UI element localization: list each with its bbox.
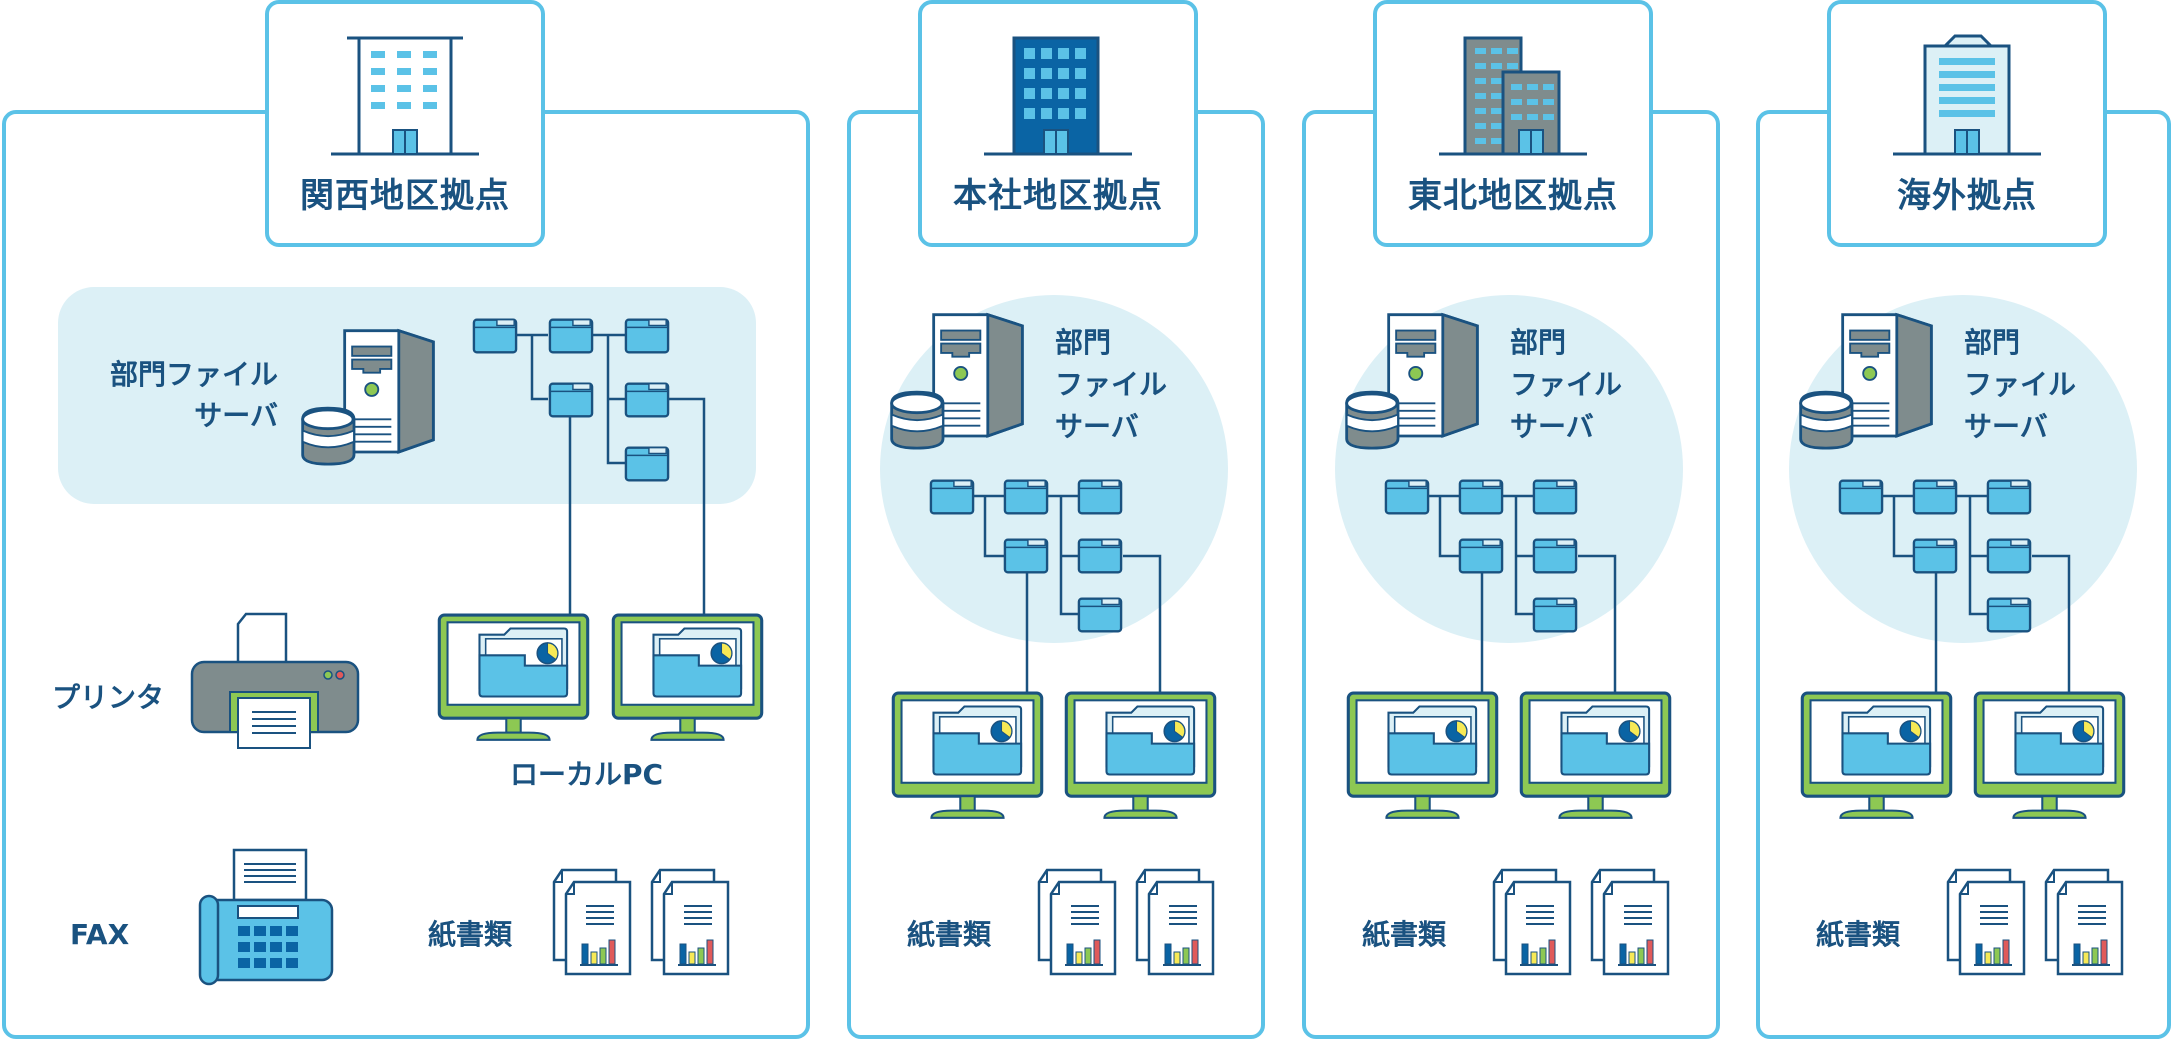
printer-icon[interactable] (190, 612, 360, 752)
local-pc-monitor-icon[interactable] (610, 612, 765, 746)
overseas-building-icon (1893, 34, 2041, 156)
folder-icon[interactable] (550, 384, 592, 417)
paper-docs-label: 紙書類 (1816, 918, 1901, 951)
folder-icon[interactable] (626, 320, 668, 353)
folder-tree (1380, 476, 1617, 716)
folder-icon[interactable] (1988, 540, 2030, 573)
paper-documents-icon (1492, 868, 1572, 978)
folder-icon[interactable] (931, 481, 973, 514)
folder-icon[interactable] (1840, 481, 1882, 514)
site-header: 本社地区拠点 (918, 0, 1198, 247)
paper-docs-label: 紙書類 (1362, 918, 1447, 951)
paper-documents-icon (1135, 868, 1215, 978)
folder-icon[interactable] (1005, 540, 1047, 573)
folder-icon[interactable] (1988, 481, 2030, 514)
site-header: 海外拠点 (1827, 0, 2107, 247)
paper-documents-icon (1946, 868, 2026, 978)
paper-documents-icon (650, 868, 730, 978)
folder-icon[interactable] (550, 320, 592, 353)
twin-buildings-icon (1439, 36, 1587, 156)
folder-icon[interactable] (1005, 481, 1047, 514)
site-title: 海外拠点 (1897, 176, 2037, 216)
server-label: 部門 ファイル サーバ (1510, 326, 1623, 443)
folder-icon[interactable] (1534, 599, 1576, 632)
office-building-light-icon (331, 36, 479, 156)
folder-icon[interactable] (1914, 481, 1956, 514)
folder-icon[interactable] (1534, 540, 1576, 573)
folder-icon[interactable] (1460, 481, 1502, 514)
local-pc-monitor-icon[interactable] (1063, 690, 1218, 824)
folder-icon[interactable] (1386, 481, 1428, 514)
local-pc-label: ローカルPC (510, 758, 664, 791)
folder-icon[interactable] (1988, 599, 2030, 632)
local-pc-monitor-icon[interactable] (890, 690, 1045, 824)
local-pc-monitor-icon[interactable] (436, 612, 591, 746)
paper-documents-icon (1037, 868, 1117, 978)
fax-label: FAX (70, 918, 130, 951)
office-building-dark-icon (984, 36, 1132, 156)
site-title: 関西地区拠点 (300, 176, 510, 216)
site-title: 本社地区拠点 (953, 176, 1163, 216)
paper-documents-icon (1590, 868, 1670, 978)
local-pc-monitor-icon[interactable] (1518, 690, 1673, 824)
folder-icon[interactable] (1914, 540, 1956, 573)
paper-documents-icon (2044, 868, 2124, 978)
printer-label: プリンタ (52, 681, 165, 714)
folder-tree (468, 315, 706, 615)
local-pc-monitor-icon[interactable] (1799, 690, 1954, 824)
folder-icon[interactable] (1534, 481, 1576, 514)
folder-icon[interactable] (1460, 540, 1502, 573)
site-header: 東北地区拠点 (1373, 0, 1653, 247)
local-pc-monitor-icon[interactable] (1972, 690, 2127, 824)
site-title: 東北地区拠点 (1408, 176, 1618, 216)
file-server-icon (1796, 310, 1936, 450)
file-server-icon (298, 326, 438, 466)
file-server-icon (1342, 310, 1482, 450)
server-label: 部門 ファイル サーバ (1055, 326, 1168, 443)
fax-icon[interactable] (198, 848, 338, 986)
paper-documents-icon (552, 868, 632, 978)
local-pc-monitor-icon[interactable] (1345, 690, 1500, 824)
folder-icon[interactable] (1079, 599, 1121, 632)
folder-tree (925, 476, 1162, 716)
server-label: 部門ファイル サーバ (109, 358, 278, 432)
paper-docs-label: 紙書類 (907, 918, 992, 951)
paper-docs-label: 紙書類 (428, 918, 513, 951)
folder-icon[interactable] (626, 384, 668, 417)
site-header-kansai: 関西地区拠点 (265, 0, 545, 247)
folder-icon[interactable] (1079, 481, 1121, 514)
server-label: 部門 ファイル サーバ (1964, 326, 2077, 443)
folder-icon[interactable] (474, 320, 516, 353)
folder-tree (1834, 476, 2071, 716)
file-server-icon (887, 310, 1027, 450)
folder-icon[interactable] (626, 448, 668, 481)
folder-icon[interactable] (1079, 540, 1121, 573)
